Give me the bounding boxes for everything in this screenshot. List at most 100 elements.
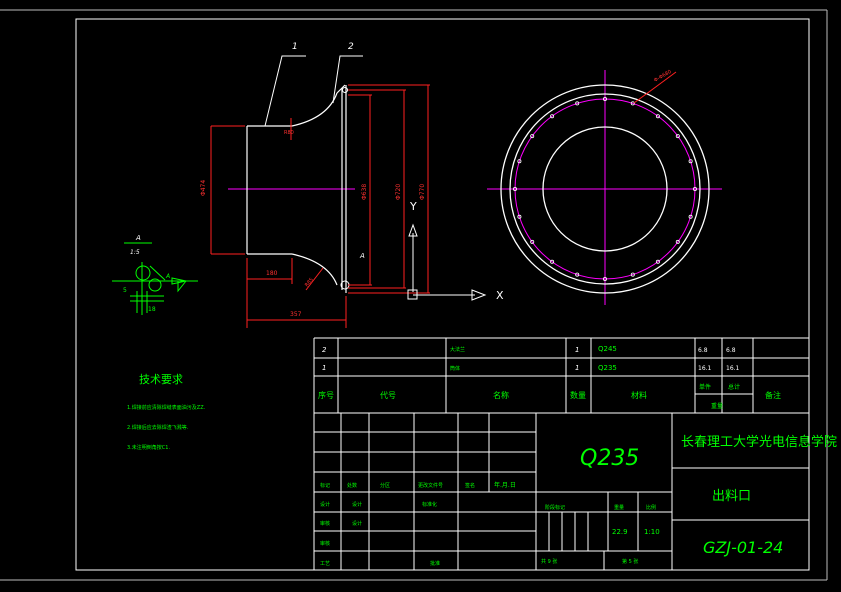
bolt-hole [603, 97, 608, 102]
svg-text:更改文件号: 更改文件号 [418, 482, 443, 489]
bolt-hole [517, 214, 522, 219]
section-marker-a: A [359, 252, 365, 260]
bolt-hole [693, 186, 698, 191]
bolt-hole [688, 214, 693, 219]
svg-text:1: 1 [575, 364, 579, 372]
detail-view [112, 242, 198, 315]
dim-d3: Φ720 [395, 184, 402, 200]
bolt-hole [688, 159, 693, 164]
bolt-hole [575, 272, 580, 277]
svg-text:1: 1 [575, 346, 579, 354]
svg-text:第 5 张: 第 5 张 [622, 558, 638, 565]
svg-text:总计: 总计 [728, 383, 740, 391]
svg-text:序号: 序号 [318, 390, 334, 400]
svg-text:标准化: 标准化 [422, 501, 437, 508]
bolt-hole [675, 239, 680, 244]
svg-text:签名: 签名 [465, 482, 475, 489]
bolt-hole [575, 101, 580, 106]
svg-text:重量: 重量 [614, 504, 624, 511]
svg-text:Q235: Q235 [598, 364, 617, 372]
svg-text:标记: 标记 [320, 482, 330, 489]
detail-dim-2: 18 [148, 306, 156, 313]
title-material: Q235 [580, 446, 639, 471]
bolt-hole [655, 114, 660, 119]
axis-y-label: Y [409, 200, 417, 213]
detail-label: A [135, 234, 141, 242]
svg-text:设计: 设计 [352, 520, 362, 527]
title-block-labels: 标记 处数 分区 更改文件号 签名 年.月.日 设计 设计 标准化 设计 审核 … [320, 481, 660, 567]
svg-text:6.8: 6.8 [698, 347, 708, 354]
svg-text:年.月.日: 年.月.日 [494, 481, 516, 489]
dim-r2: R85 [304, 277, 315, 288]
svg-text:分区: 分区 [380, 482, 390, 489]
svg-text:22.9: 22.9 [612, 528, 628, 536]
svg-text:批准: 批准 [430, 560, 440, 567]
tech-item-1: 1.焊接前应清除焊缝表面油污及ZZ. [127, 404, 206, 411]
bom-table [313, 337, 809, 570]
bom-row-2: 1 筒体 1 Q235 16.1 16.1 [322, 364, 740, 372]
tech-item-2: 2.焊接后应去除焊渣飞溅等. [127, 424, 189, 431]
svg-text:1: 1 [322, 364, 326, 372]
svg-text:单件: 单件 [699, 383, 711, 391]
title-block-grid [314, 413, 809, 571]
bolt-holes [513, 97, 698, 281]
bolt-hole [513, 186, 518, 191]
svg-text:数量: 数量 [570, 390, 586, 400]
title-drawing-no: GZJ-01-24 [703, 538, 783, 557]
svg-text:2: 2 [322, 346, 327, 354]
side-view: Φ-Φ680 [487, 69, 722, 305]
title-part-name: 出料口 [712, 489, 751, 504]
balloon-2: 2 [348, 42, 354, 52]
svg-text:大法兰: 大法兰 [450, 346, 465, 353]
svg-text:Q245: Q245 [598, 345, 617, 353]
svg-text:16.1: 16.1 [726, 365, 740, 372]
bolt-hole [517, 159, 522, 164]
dim-l2: 357 [290, 311, 302, 318]
tech-item-3: 3.未注明倒角按C1. [127, 444, 170, 451]
bolt-hole [530, 134, 535, 139]
svg-text:16.1: 16.1 [698, 365, 712, 372]
svg-text:代号: 代号 [380, 390, 396, 400]
bolt-hole [530, 239, 535, 244]
bom-header: 序号 代号 名称 数量 材料 单件 总计 重量 备注 [318, 383, 781, 410]
svg-text:审核: 审核 [320, 540, 330, 547]
dim-d1: Φ474 [200, 180, 207, 196]
svg-text:审核: 审核 [320, 520, 330, 527]
detail-dim-1: 5 [123, 287, 127, 294]
svg-text:处数: 处数 [347, 482, 357, 489]
dim-r1: R80 [284, 130, 294, 136]
svg-text:重量: 重量 [711, 402, 723, 410]
bolt-hole [655, 259, 660, 264]
bom-row-1: 2 大法兰 1 Q245 6.8 6.8 [322, 345, 736, 354]
svg-text:备注: 备注 [765, 390, 781, 400]
svg-text:材料: 材料 [631, 390, 647, 400]
svg-text:设计: 设计 [352, 501, 362, 508]
ucs-icon [407, 223, 487, 301]
front-view: 1 2 A [228, 42, 365, 293]
svg-text:6.8: 6.8 [726, 347, 736, 354]
bolt-hole [675, 134, 680, 139]
technical-requirements: 技术要求 1.焊接前应清除焊缝表面油污及ZZ. 2.焊接后应去除焊渣飞溅等. 3… [127, 373, 206, 451]
svg-text:比例: 比例 [646, 504, 656, 511]
bolt-hole [550, 114, 555, 119]
svg-text:阶段标记: 阶段标记 [545, 504, 565, 511]
bolt-hole [550, 259, 555, 264]
tech-title: 技术要求 [139, 373, 183, 386]
bolt-hole [630, 101, 635, 106]
axis-x-label: X [496, 289, 504, 302]
dim-d4: Φ770 [419, 184, 426, 200]
detail-scale: 1:5 [130, 249, 140, 256]
svg-text:共 9 张: 共 9 张 [541, 558, 557, 565]
svg-text:筒体: 筒体 [450, 365, 460, 372]
balloon-1: 1 [292, 42, 298, 52]
bolt-hole [630, 272, 635, 277]
dim-d2: Φ638 [361, 184, 368, 200]
svg-text:工艺: 工艺 [320, 561, 330, 567]
svg-text:名称: 名称 [493, 390, 509, 400]
detail-marker: A [165, 273, 170, 280]
title-school: 长春理工大学光电信息学院 [681, 434, 837, 450]
bolt-hole [603, 276, 608, 281]
svg-text:设计: 设计 [320, 501, 330, 508]
dimensions [210, 84, 430, 328]
